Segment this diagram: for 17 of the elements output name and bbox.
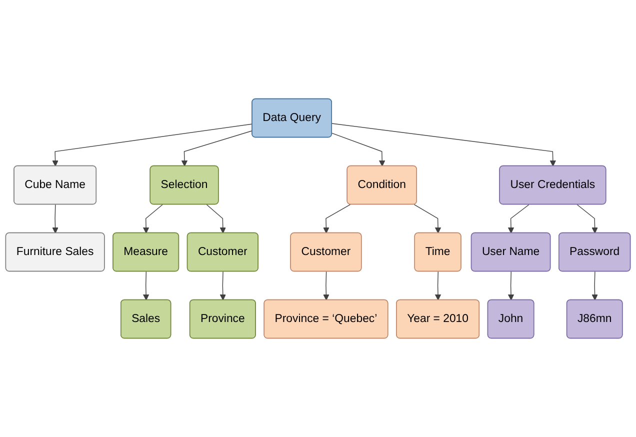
- arrow: [323, 271, 330, 300]
- arrow: [434, 271, 442, 300]
- arrow: [508, 271, 514, 300]
- arrow: [576, 204, 598, 234]
- arrow: [181, 130, 253, 166]
- arrow: [206, 204, 226, 234]
- arrow: [323, 204, 351, 234]
- arrow: [332, 132, 386, 166]
- arrow: [52, 124, 253, 166]
- arrow: [52, 204, 58, 234]
- arrow: [332, 123, 556, 166]
- arrow: [142, 204, 163, 234]
- arrow: [220, 271, 226, 300]
- arrow: [508, 204, 530, 234]
- arrow: [414, 204, 442, 234]
- arrow: [592, 271, 598, 300]
- arrow: [142, 271, 150, 300]
